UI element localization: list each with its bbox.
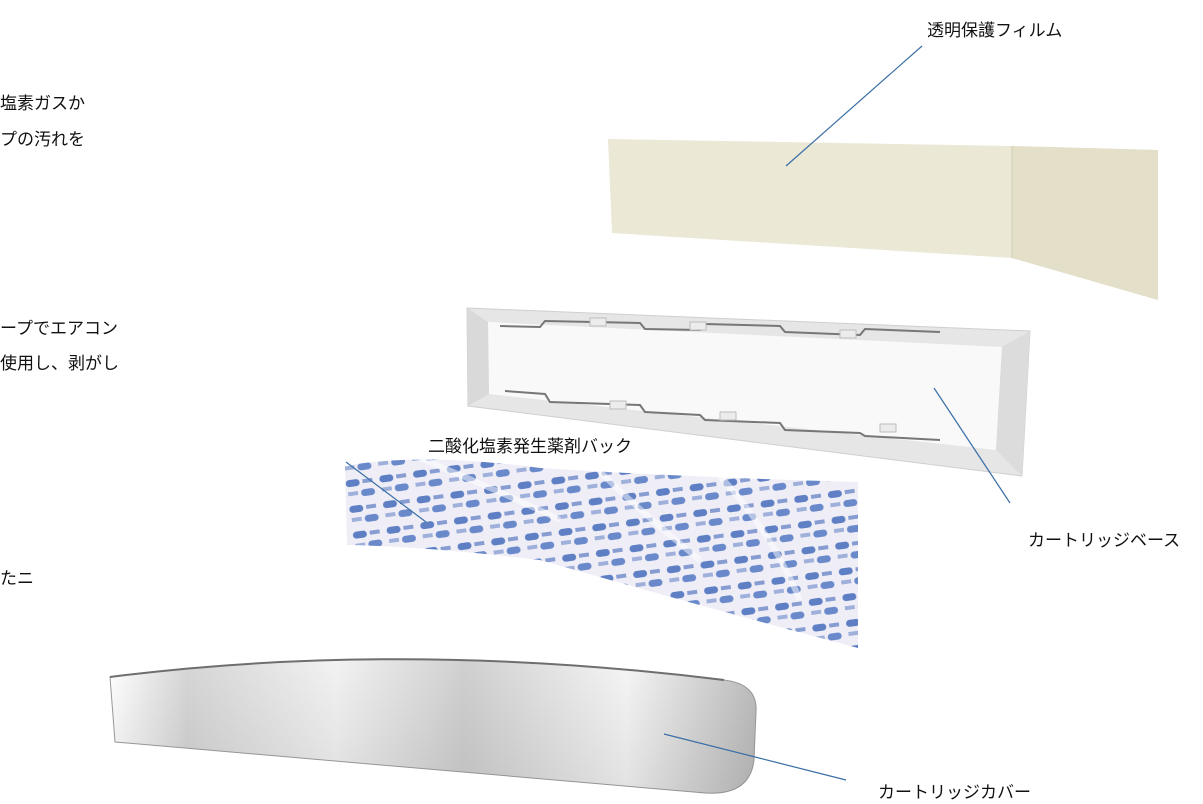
partial-text-line-2: プの汚れを [0, 130, 85, 150]
cartridge-base [466, 307, 1031, 477]
pack-label: 二酸化塩素発生薬剤バック [428, 437, 632, 457]
cover-label: カートリッジカバー [878, 783, 1031, 803]
cover-leader-line [663, 733, 847, 781]
film-label: 透明保護フィルム [927, 21, 1063, 41]
base-label: カートリッジベース [1028, 531, 1181, 551]
leader-lines [345, 45, 1011, 781]
cartridge-cover [109, 658, 757, 794]
partial-text-line-5: たニ [0, 569, 34, 589]
chlorine-dioxide-pack [345, 455, 858, 648]
protective-film [608, 139, 1158, 300]
film-leader-line [785, 45, 923, 167]
base-leader-line [933, 387, 1011, 504]
partial-text-line-4: 使用し、剥がし [0, 354, 119, 374]
pack-leader-line [345, 461, 427, 523]
partial-text-line-1: 塩素ガスか [0, 94, 85, 114]
partial-text-line-3: ープでエアコン [0, 319, 118, 339]
